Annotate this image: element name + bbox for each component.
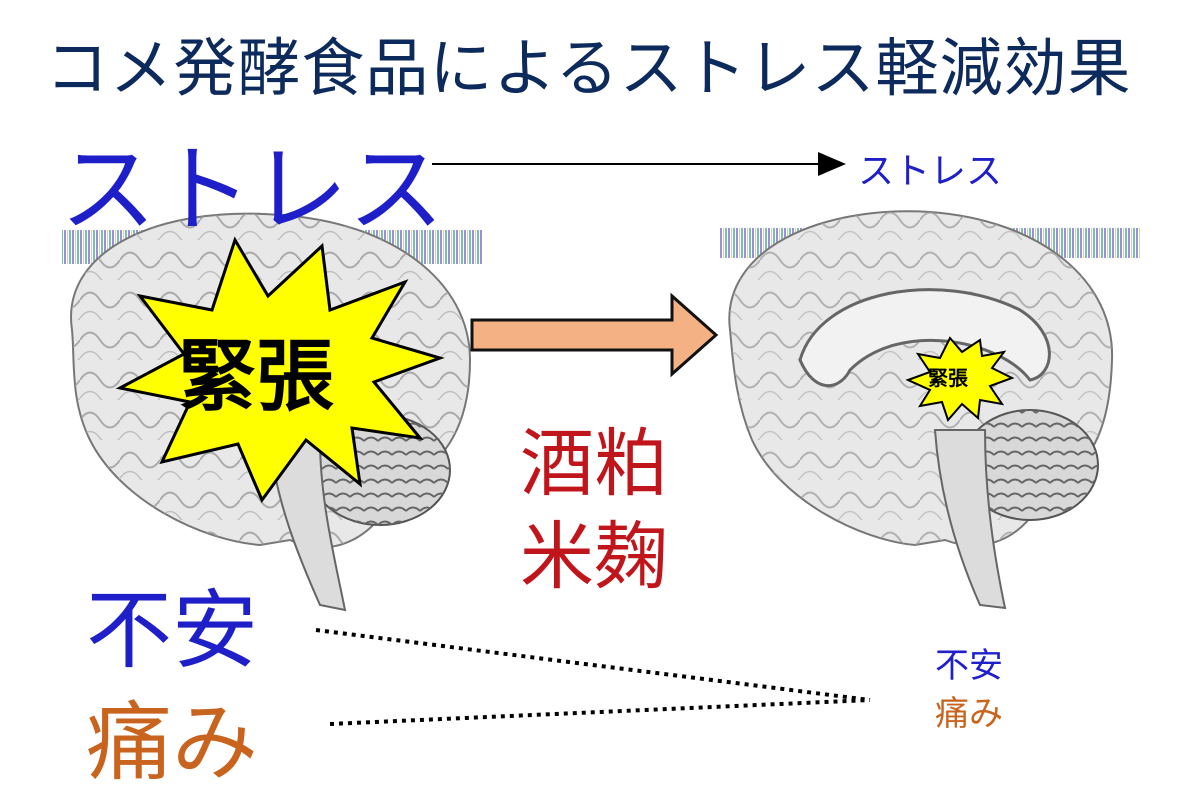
- tension-label-large: 緊張: [178, 332, 335, 422]
- pain-label-large: 痛み: [86, 693, 258, 793]
- page-title: コメ発酵食品によるストレス軽減効果: [45, 32, 1132, 105]
- stress-label-small: ストレス: [858, 151, 1003, 192]
- stress-label-large: ストレス: [60, 134, 444, 246]
- anxiety-dotted-line: [315, 628, 871, 702]
- right-brain-illustration: [728, 210, 1114, 610]
- tension-burst-small: [905, 336, 1015, 422]
- pain-label-small: 痛み: [935, 694, 1003, 734]
- rice-koji-label: 米麹: [520, 513, 668, 600]
- anxiety-label-large: 不安: [86, 581, 258, 681]
- anxiety-label-small: 不安: [935, 646, 1003, 686]
- pain-dotted-line: [329, 698, 871, 726]
- treatment-arrow: [470, 292, 719, 378]
- treatment-labels: 酒粕 米麹: [520, 418, 668, 603]
- tension-burst-large: [115, 236, 445, 504]
- tension-label-small: 緊張: [928, 366, 968, 390]
- sake-lees-label: 酒粕: [520, 421, 668, 507]
- stress-arrow-head: [818, 152, 846, 176]
